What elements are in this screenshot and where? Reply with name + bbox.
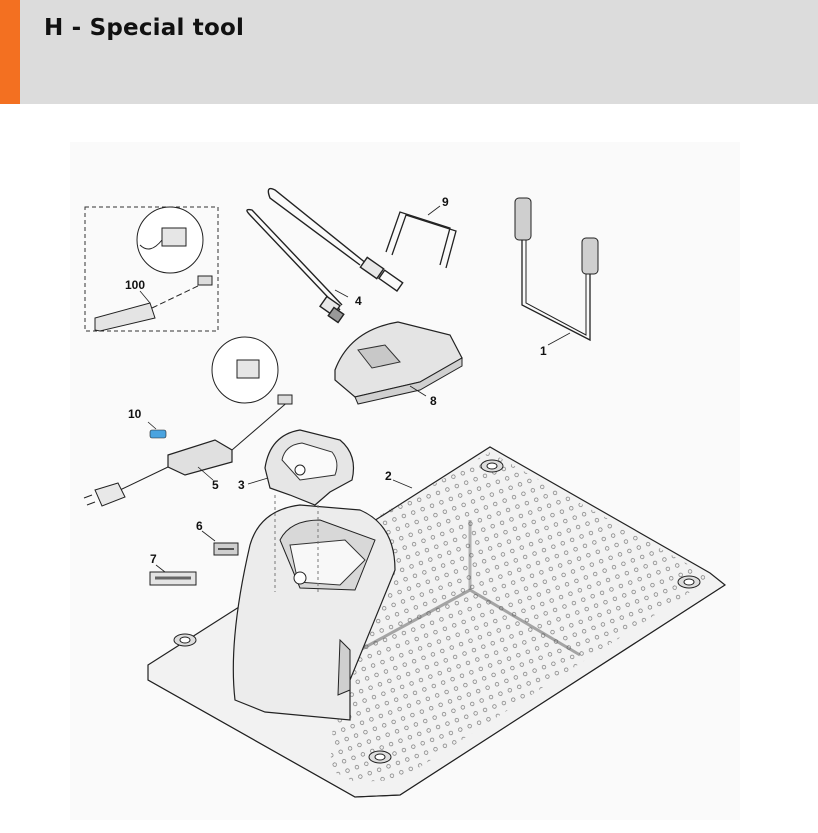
callout-5: 5 [212,478,219,492]
callout-2: 2 [385,469,392,483]
callout-9: 9 [442,195,449,209]
page-header: H - Special tool [0,0,818,104]
callout-7: 7 [150,552,157,566]
callout-8: 8 [430,394,437,408]
label-6-part [213,542,239,556]
cover-part [334,321,463,405]
bracket-part [385,211,457,269]
callout-1: 1 [540,344,547,358]
callout-3: 3 [238,478,245,492]
callout-100: 100 [125,278,145,292]
page-title: H - Special tool [44,15,245,41]
label-10-part [149,429,167,439]
detail-box-100 [84,206,219,332]
callout-6: 6 [196,519,203,533]
callout-10: 10 [128,407,142,421]
base-plate-part [147,446,727,798]
power-supply-part [83,336,293,507]
callout-4: 4 [355,294,362,308]
tool-part [514,197,599,342]
cover-frame-part [264,429,355,592]
usb-cable-part [246,187,404,324]
accent-bar [0,0,20,104]
leader-lines [139,205,571,573]
docking-housing [232,504,396,721]
label-7-part [149,571,197,586]
